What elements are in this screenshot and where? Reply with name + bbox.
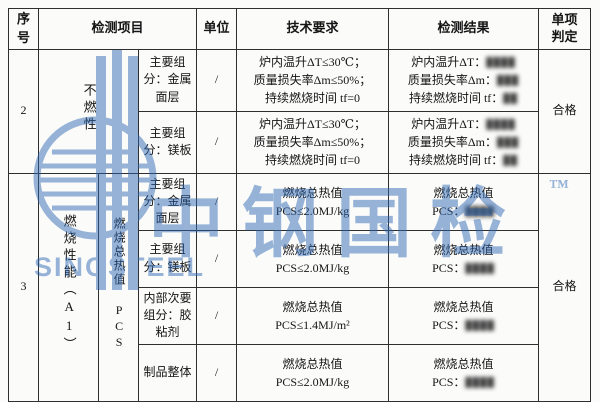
redacted-result-value: ████ [465, 205, 495, 216]
result-line: PCS：████ [432, 203, 495, 218]
result-cell: 燃烧总热值 PCS：████ [388, 172, 539, 231]
requirement-line: 质量损失率Δm≤50%； [253, 73, 372, 88]
requirement-cell: 炉内温升ΔT≤30℃； 质量损失率Δm≤50%； 持续燃烧时间 tf=0 [236, 48, 389, 112]
item-subgroup-cell: 燃烧总热值 PCS [98, 172, 139, 402]
result-cell: 燃烧总热值 PCS：████ [388, 286, 539, 345]
result-cell: 炉内温升ΔT：████ 质量损失率Δm：███ 持续燃烧时间 tf：██ [388, 110, 539, 174]
component-cell: 主要组分：镁板 [138, 110, 197, 174]
redacted-result-value: ██ [503, 155, 519, 166]
item-group-cell: 不燃性 [38, 48, 139, 174]
result-cell: 燃烧总热值 PCS：████ [388, 229, 539, 288]
header-unit: 单位 [196, 8, 237, 50]
requirement-cell: 燃烧总热值 PCS≤2.0MJ/kg [236, 229, 389, 288]
table-row: 3 燃烧性能（A1） 燃烧总热值 PCS 主要组分：金属面层 / 燃烧总热值 P… [8, 172, 591, 402]
redacted-result-value: ████ [465, 319, 495, 330]
requirement-line: 炉内温升ΔT≤30℃； [258, 55, 367, 70]
header-result: 检测结果 [388, 8, 539, 50]
header-no: 序号 [8, 8, 39, 50]
requirement-line: PCS≤2.0MJ/kg [275, 203, 350, 218]
requirement-cell: 燃烧总热值 PCS≤1.4MJ/m² [236, 286, 389, 345]
item-group-label: 燃烧性能（A1） [61, 214, 77, 355]
result-line: 燃烧总热值 [433, 356, 494, 371]
unit-cell: / [196, 110, 237, 174]
serial-cell: 2 [8, 48, 39, 174]
table-row: 主要组分：镁板 / 炉内温升ΔT≤30℃； 质量损失率Δm≤50%； 持续燃烧时… [9, 110, 591, 174]
requirement-line: 持续燃烧时间 tf=0 [264, 91, 361, 106]
unit-cell: / [196, 229, 237, 288]
redacted-result-value: ████ [486, 57, 516, 68]
requirement-line: 燃烧总热值 [282, 242, 343, 257]
result-line: 燃烧总热值 [433, 185, 494, 200]
requirement-line: 燃烧总热值 [282, 356, 343, 371]
result-line: 持续燃烧时间 tf：██ [408, 91, 519, 106]
table-header-row: 序号 检测项目 单位 技术要求 检测结果 单项判定 [8, 8, 591, 50]
item-group-label: 不燃性 [81, 82, 97, 134]
result-line: 燃烧总热值 [433, 242, 494, 257]
requirement-line: 炉内温升ΔT≤30℃； [258, 117, 367, 132]
result-line: 持续燃烧时间 tf：██ [408, 153, 519, 168]
header-item: 检测项目 [38, 8, 197, 50]
requirement-line: PCS≤2.0MJ/kg [275, 374, 350, 389]
result-line: 炉内温升ΔT：████ [411, 117, 516, 132]
redacted-result-value: ███ [496, 137, 520, 148]
result-line: PCS：████ [432, 317, 495, 332]
requirement-line: PCS≤2.0MJ/kg [275, 260, 350, 275]
report-page: 序号 检测项目 单位 技术要求 检测结果 单项判定 2 不燃性 主要组分：金属面… [8, 8, 591, 402]
redacted-result-value: ██ [503, 93, 519, 104]
redacted-result-value: ████ [486, 119, 516, 130]
redacted-result-value: ████ [465, 376, 495, 387]
component-cell: 主要组分：镁板 [138, 229, 197, 288]
result-line: 燃烧总热值 [433, 299, 494, 314]
requirement-cell: 炉内温升ΔT≤30℃； 质量损失率Δm≤50%； 持续燃烧时间 tf=0 [236, 110, 389, 174]
result-line: 质量损失率Δm：███ [407, 73, 520, 88]
table-row: 内部次要组分：胶粘剂 / 燃烧总热值 PCS≤1.4MJ/m² 燃烧总热值 PC… [9, 286, 591, 345]
result-line: PCS：████ [432, 374, 495, 389]
item-subgroup-label: 燃烧总热值 PCS [112, 217, 127, 352]
serial-cell: 3 [8, 172, 39, 402]
result-line: 质量损失率Δm：███ [407, 135, 520, 150]
judgement-cell: 合格 [538, 172, 591, 402]
requirement-cell: 燃烧总热值 PCS≤2.0MJ/kg [236, 343, 389, 402]
table-row: 制品整体 / 燃烧总热值 PCS≤2.0MJ/kg 燃烧总热值 PCS：████ [9, 343, 591, 402]
component-cell: 内部次要组分：胶粘剂 [138, 286, 197, 345]
requirement-line: 质量损失率Δm≤50%； [253, 135, 372, 150]
redacted-result-value: ███ [496, 75, 520, 86]
component-cell: 主要组分：金属面层 [138, 48, 197, 112]
unit-cell: / [196, 343, 237, 402]
unit-cell: / [196, 286, 237, 345]
requirement-line: 持续燃烧时间 tf=0 [264, 153, 361, 168]
inspection-table: 序号 检测项目 单位 技术要求 检测结果 单项判定 2 不燃性 主要组分：金属面… [8, 8, 591, 402]
header-requirement: 技术要求 [236, 8, 389, 50]
table-row: 2 不燃性 主要组分：金属面层 / 炉内温升ΔT≤30℃； 质量损失率Δm≤50… [8, 48, 591, 174]
result-cell: 炉内温升ΔT：████ 质量损失率Δm：███ 持续燃烧时间 tf：██ [388, 48, 539, 112]
result-line: PCS：████ [432, 260, 495, 275]
requirement-line: 燃烧总热值 [282, 299, 343, 314]
table-row: 主要组分：镁板 / 燃烧总热值 PCS≤2.0MJ/kg 燃烧总热值 PCS：█… [9, 229, 591, 288]
result-cell: 燃烧总热值 PCS：████ [388, 343, 539, 402]
judgement-cell: 合格 [538, 48, 591, 174]
requirement-line: 燃烧总热值 [282, 185, 343, 200]
redacted-result-value: ████ [465, 262, 495, 273]
component-cell: 制品整体 [138, 343, 197, 402]
item-group-cell: 燃烧性能（A1） [38, 172, 99, 402]
unit-cell: / [196, 48, 237, 112]
requirement-cell: 燃烧总热值 PCS≤2.0MJ/kg [236, 172, 389, 231]
requirement-line: PCS≤1.4MJ/m² [275, 317, 350, 332]
unit-cell: / [196, 172, 237, 231]
component-cell: 主要组分：金属面层 [138, 172, 197, 231]
header-judgement: 单项判定 [538, 8, 591, 50]
result-line: 炉内温升ΔT：████ [411, 55, 516, 70]
